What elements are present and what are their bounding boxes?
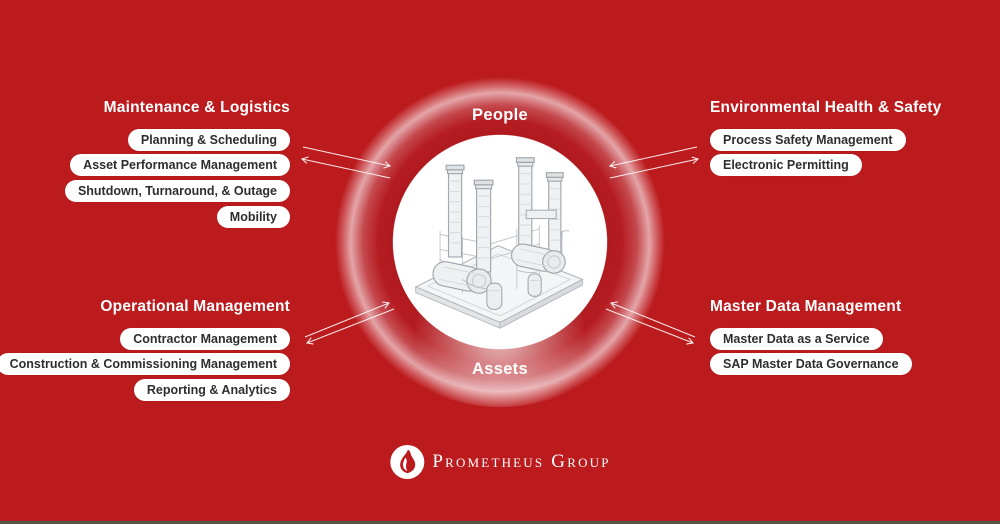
pill-asset-performance-management[interactable]: Asset Performance Management (70, 154, 290, 177)
people-label: People (472, 106, 528, 124)
quadrant-master-data-management: Master Data Management Master Data as a … (710, 298, 912, 377)
pill-shutdown-turnaround-outage[interactable]: Shutdown, Turnaround, & Outage (64, 179, 290, 202)
quadrant-title: Operational Management (100, 298, 290, 315)
pill-mobility[interactable]: Mobility (216, 205, 290, 228)
logo-wordmark: Prometheus Group (432, 451, 611, 472)
quadrant-title: Master Data Management (710, 298, 902, 315)
prometheus-group-logo[interactable]: Prometheus Group (389, 444, 610, 480)
plant-illustration (414, 157, 584, 329)
pill-sap-master-data-governance[interactable]: SAP Master Data Governance (710, 353, 912, 376)
quadrant-environmental-health-safety: Environmental Health & Safety Process Sa… (710, 99, 941, 178)
quadrant-title: Environmental Health & Safety (710, 99, 942, 116)
center-circle (393, 135, 607, 349)
pill-electronic-permitting[interactable]: Electronic Permitting (710, 154, 862, 177)
quadrant-operational-management: Operational Management Contractor Manage… (0, 298, 290, 403)
pill-planning-scheduling[interactable]: Planning & Scheduling (127, 128, 290, 151)
flame-icon (390, 445, 425, 479)
footer-bar (0, 521, 1000, 524)
pill-contractor-management[interactable]: Contractor Management (120, 327, 290, 350)
pill-master-data-as-a-service[interactable]: Master Data as a Service (710, 327, 883, 350)
pill-construction-commissioning-management[interactable]: Construction & Commissioning Management (0, 353, 290, 376)
pill-reporting-analytics[interactable]: Reporting & Analytics (133, 378, 290, 401)
quadrant-maintenance-logistics: Maintenance & Logistics Planning & Sched… (64, 99, 290, 229)
pill-process-safety-management[interactable]: Process Safety Management (710, 128, 906, 151)
assets-label: Assets (472, 360, 528, 378)
quadrant-title: Maintenance & Logistics (103, 99, 290, 116)
